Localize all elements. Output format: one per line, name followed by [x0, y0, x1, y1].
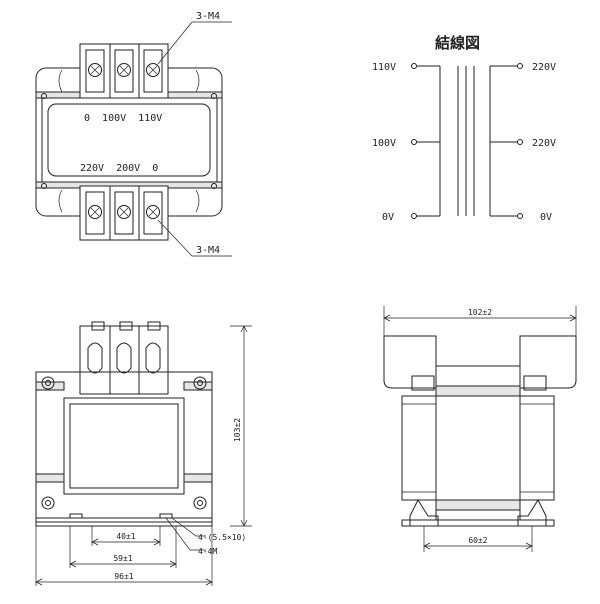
front-base — [35, 517, 213, 527]
width-dim: 102±2 — [468, 308, 492, 317]
wiring-right-top: 220V — [532, 62, 556, 73]
mount-hole-icon — [193, 376, 207, 390]
wiring-right-bot: 0V — [540, 212, 552, 223]
terminal-node — [517, 139, 523, 145]
screw-icon — [146, 205, 160, 219]
screw-icon — [117, 205, 131, 219]
terminal-callout-bottom: 3-M4 — [196, 245, 220, 256]
hole-icon — [41, 183, 47, 189]
wiring-diagram: 結線図 110V 100V 0V 220V 220V 0V — [372, 34, 556, 223]
screw-icon — [146, 63, 160, 77]
wiring-right-mid: 220V — [532, 138, 556, 149]
coil-right — [519, 395, 555, 501]
terminal-node — [411, 213, 417, 219]
hole-icon — [41, 93, 47, 99]
dim-59: 59±1 — [113, 554, 132, 563]
screw-note: 4-4M — [198, 547, 217, 556]
terminal-callout-top: 3-M4 — [196, 11, 220, 22]
mount-hole-icon — [41, 496, 55, 510]
base-dim: 60±2 — [468, 536, 487, 545]
terminal-node — [517, 213, 523, 219]
hole-icon — [211, 93, 217, 99]
terminal-node — [411, 63, 417, 69]
terminal-block-front — [79, 325, 169, 395]
coil-left — [401, 395, 437, 501]
hole-icon — [211, 183, 217, 189]
wiring-left-top: 110V — [372, 62, 396, 73]
dim-96: 96±1 — [114, 572, 133, 581]
top-view: 3-M4 3-M4 0 100V 110V 220V 200V 0 — [35, 11, 232, 257]
dim-40: 40±1 — [116, 532, 135, 541]
nameplate-label-bottom: 220V 200V 0 — [80, 163, 158, 174]
right-terminal-cover — [519, 335, 577, 389]
nameplate — [47, 103, 211, 177]
height-dim: 103±2 — [233, 418, 242, 442]
terminal-block-bottom — [79, 185, 169, 241]
wiring-title: 結線図 — [435, 34, 480, 52]
slot-note: 4-(5.5×10) — [198, 533, 246, 542]
screw-icon — [88, 205, 102, 219]
terminal-node — [411, 139, 417, 145]
side-view: 102±2 60±2 — [383, 306, 577, 552]
left-terminal-cover — [383, 335, 437, 389]
nameplate-label-top: 0 100V 110V — [84, 113, 162, 124]
front-view: 103±2 40±1 59±1 96±1 4-(5.5×10) 4-4M — [35, 321, 252, 586]
wiring-left-bot: 0V — [382, 212, 394, 223]
terminal-block-top — [79, 43, 169, 99]
wiring-left-mid: 100V — [372, 138, 396, 149]
terminal-node — [517, 63, 523, 69]
screw-icon — [117, 63, 131, 77]
side-base — [401, 519, 555, 527]
screw-icon — [88, 63, 102, 77]
mount-hole-icon — [193, 496, 207, 510]
front-frame — [35, 371, 213, 523]
mount-hole-icon — [41, 376, 55, 390]
front-core-window — [63, 397, 185, 495]
